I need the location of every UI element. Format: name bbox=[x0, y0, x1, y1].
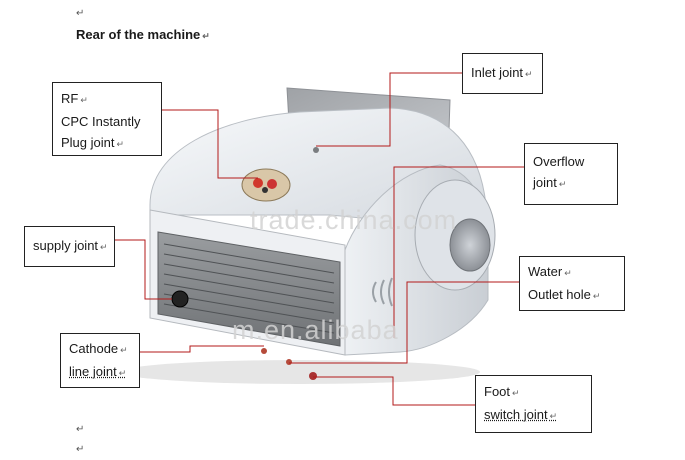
grille-slots bbox=[163, 243, 335, 334]
label-supply-joint: supply joint↵ bbox=[24, 226, 115, 267]
label-water-outlet: Water↵ Outlet hole↵ bbox=[519, 256, 625, 311]
fan-grill bbox=[449, 218, 491, 272]
cathode-socket bbox=[261, 348, 267, 354]
inlet-nub bbox=[313, 147, 319, 153]
rf-connector bbox=[241, 168, 291, 202]
paragraph-mark: ↵ bbox=[76, 8, 85, 19]
page-title: Rear of the machine↵ bbox=[76, 27, 210, 42]
watermark-alibaba: m.en.alibaba bbox=[232, 315, 399, 345]
floor-shadow bbox=[120, 360, 480, 384]
watermark-trade: trade.china.com bbox=[250, 205, 458, 235]
label-overflow-joint: Overflow joint↵ bbox=[524, 143, 618, 205]
paragraph-mark: ↵ bbox=[76, 424, 85, 435]
paragraph-mark: ↵ bbox=[76, 444, 85, 455]
supply-plug bbox=[171, 290, 189, 308]
water-socket bbox=[286, 359, 292, 365]
label-cathode-line: Cathode↵ line joint↵ bbox=[60, 333, 140, 388]
label-rf-cpc: RF↵ CPC Instantly Plug joint↵ bbox=[52, 82, 162, 156]
label-inlet-joint: Inlet joint↵ bbox=[462, 53, 543, 94]
label-foot-switch: Foot↵ switch joint↵ bbox=[475, 375, 592, 433]
side-vents bbox=[372, 277, 393, 307]
foot-socket bbox=[309, 372, 317, 380]
leader-lines bbox=[115, 72, 524, 406]
